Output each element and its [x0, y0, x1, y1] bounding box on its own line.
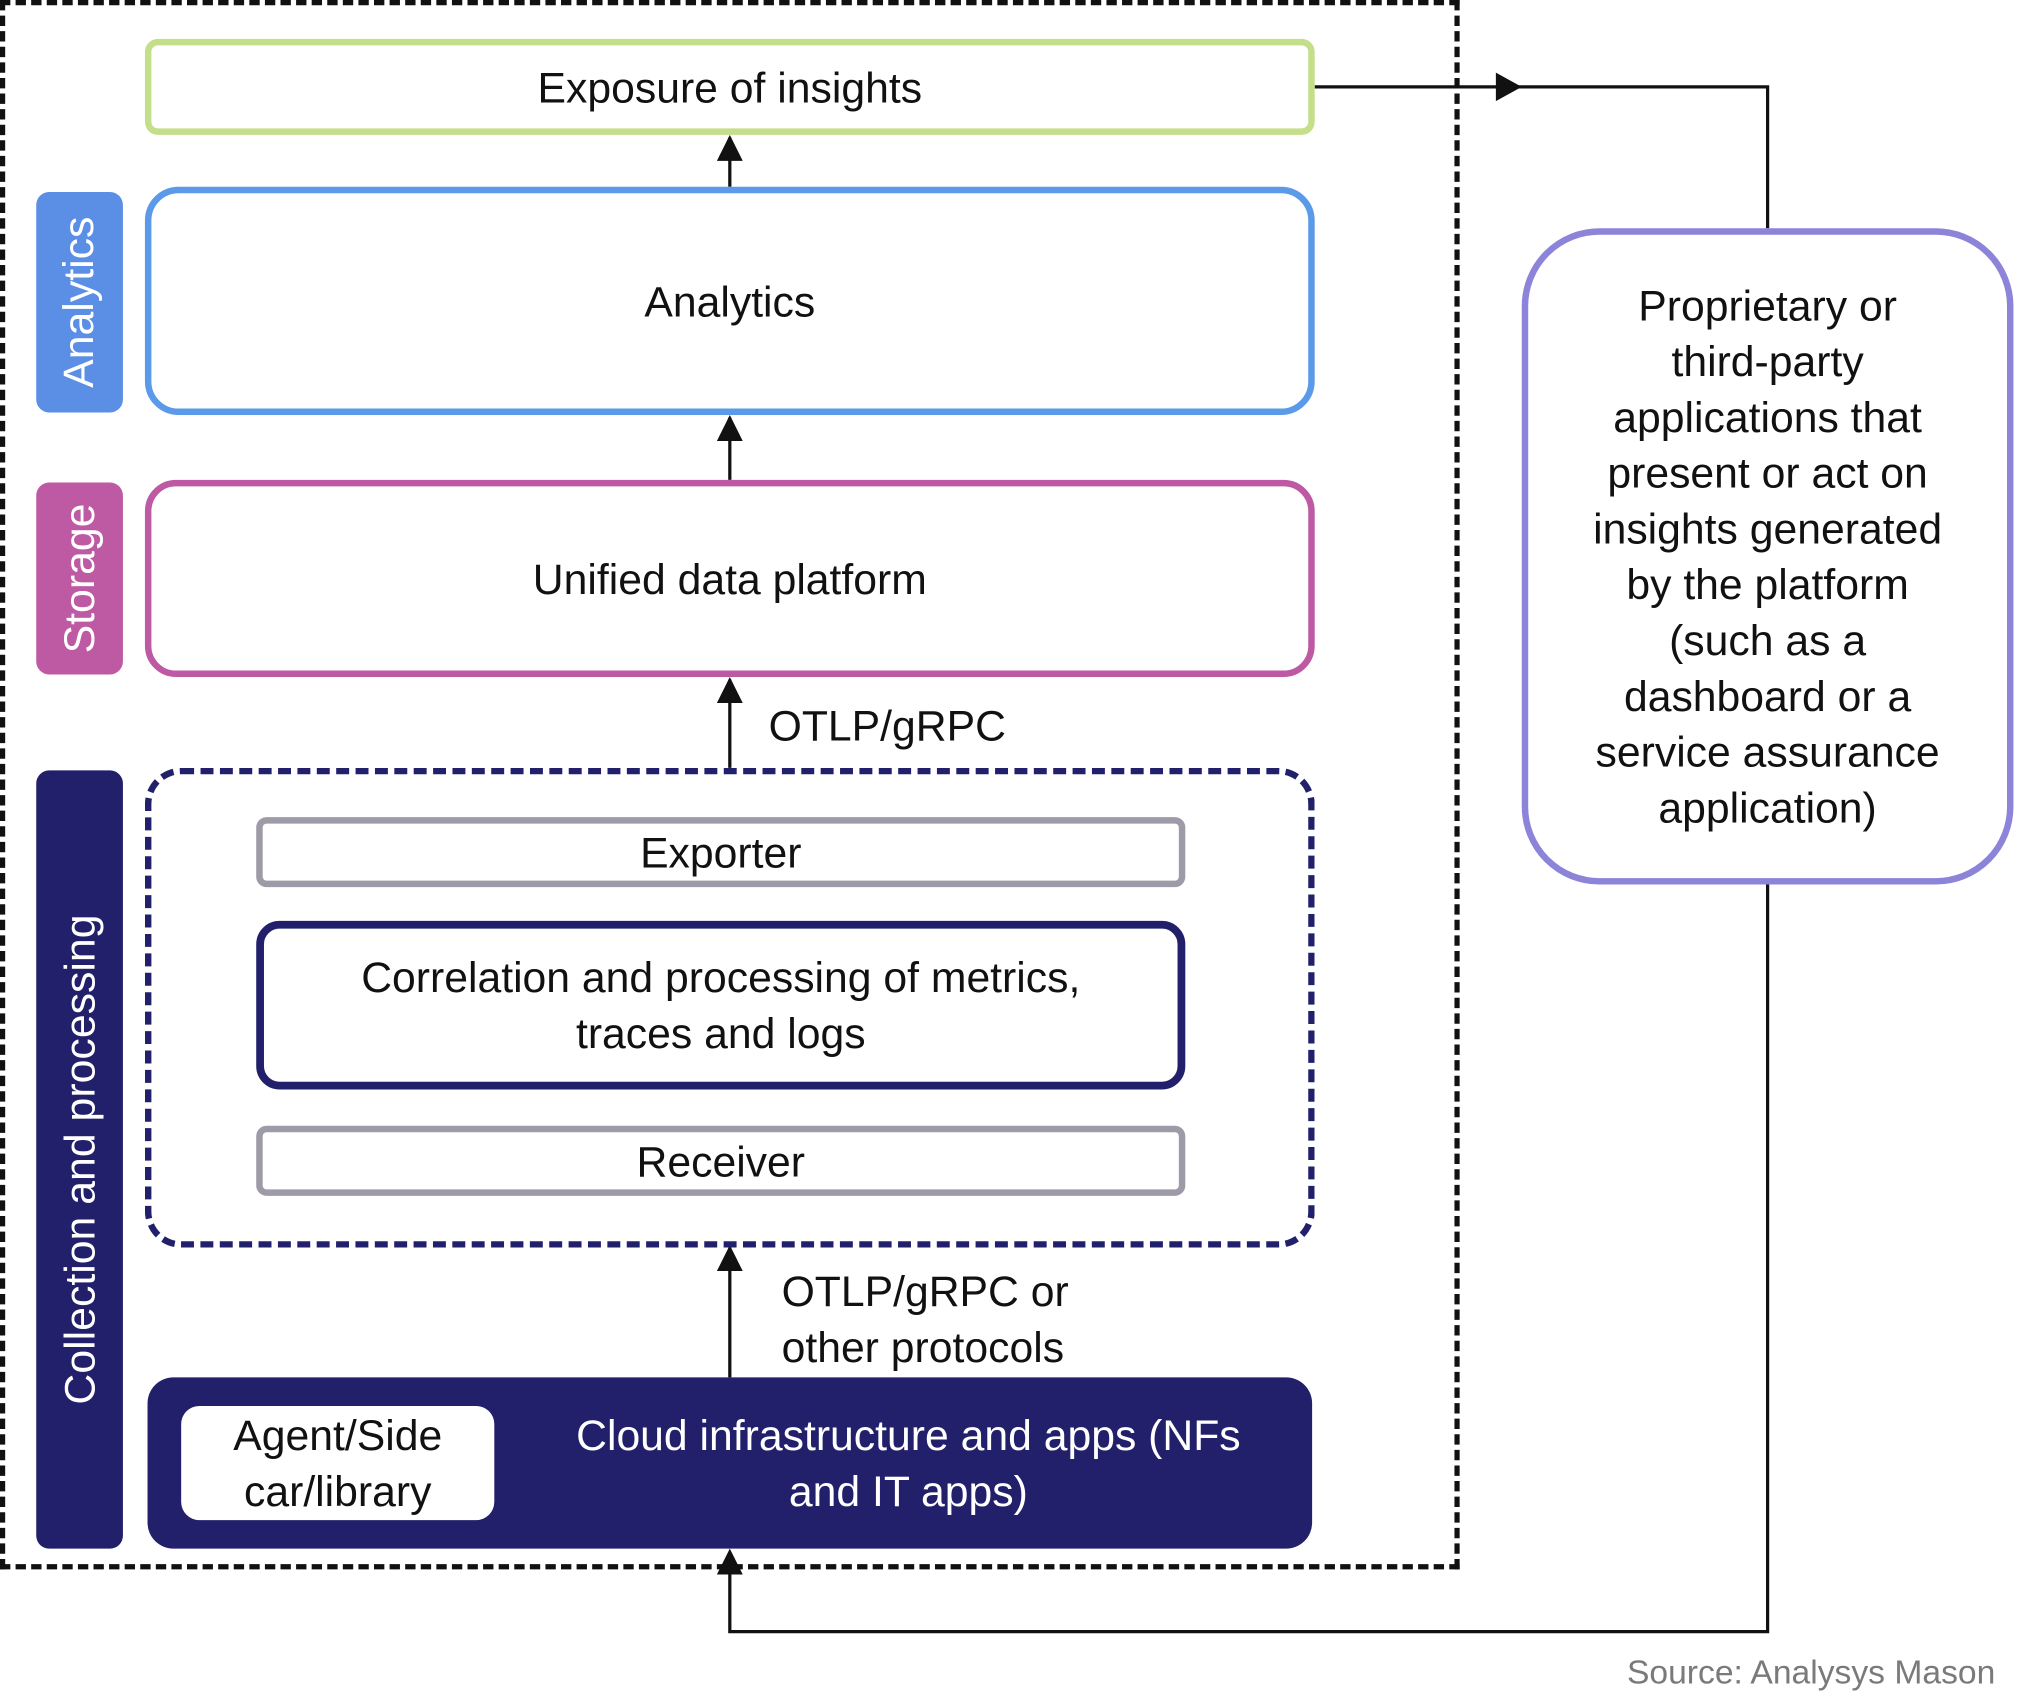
correlation-processing-box: Correlation and processing of metrics, t… [256, 920, 1186, 1090]
applications-box: Proprietary or third-party applications … [1521, 228, 2014, 885]
platform-boundary-left [0, 0, 6, 1570]
apps-line: (such as a [1669, 616, 1867, 665]
layer-label-storage: Storage [36, 482, 123, 675]
protocol-label-lower-line2: other protocols [781, 1322, 1065, 1371]
apps-line: insights generated [1593, 504, 1943, 553]
arrowhead-exposure [716, 134, 743, 161]
protocol-label-lower-line1: OTLP/gRPC or [781, 1267, 1069, 1316]
exposure-of-insights-box: Exposure of insights [144, 38, 1315, 135]
cloud-label-line2: and IT apps) [788, 1466, 1028, 1515]
source-note: Source: Analysys Mason [1626, 1652, 1996, 1692]
protocol-label-lower: OTLP/gRPC or other protocols [782, 1263, 1069, 1375]
agent-sidecar-box: Agent/Side car/library [181, 1405, 495, 1521]
exporter-box: Exporter [256, 817, 1186, 888]
agent-label-line1: Agent/Side [233, 1411, 443, 1460]
arrowhead-collector [716, 1245, 743, 1272]
unified-data-platform-box: Unified data platform [144, 479, 1315, 678]
arrowhead-cloud-feedback [716, 1548, 743, 1575]
analytics-box: Analytics [144, 186, 1315, 416]
layer-label-analytics: Analytics [36, 191, 123, 413]
apps-line: application) [1658, 783, 1877, 832]
apps-line: Proprietary or [1638, 281, 1897, 330]
exporter-label: Exporter [640, 828, 802, 877]
receiver-box: Receiver [256, 1125, 1186, 1196]
apps-line: dashboard or a [1623, 671, 1912, 720]
platform-boundary-top [0, 0, 1460, 6]
line-apps-top-connector [1501, 85, 1770, 229]
arrowhead-storage [716, 677, 743, 703]
layer-label-storage-text: Storage [54, 503, 103, 654]
apps-line: service assurance [1595, 727, 1940, 776]
cloud-label-line1: Cloud infrastructure and apps (NFs [576, 1411, 1241, 1460]
arrowhead-apps-link [1495, 72, 1522, 102]
unified-platform-label: Unified data platform [532, 554, 927, 603]
apps-line: applications that [1613, 392, 1922, 441]
layer-label-analytics-text: Analytics [54, 216, 103, 388]
apps-line: present or act on [1607, 448, 1928, 497]
apps-line: by the platform [1626, 560, 1909, 609]
apps-line: third-party [1671, 337, 1864, 386]
layer-label-collection-text: Collection and processing [55, 914, 103, 1405]
arrowhead-analytics [716, 415, 743, 441]
correlation-label-line1: Correlation and processing of metrics, [361, 953, 1081, 1002]
receiver-label: Receiver [636, 1136, 806, 1185]
cloud-infrastructure-label: Cloud infrastructure and apps (NFs and I… [520, 1377, 1296, 1548]
line-apps-feedback-loop [728, 884, 1770, 1634]
exposure-label: Exposure of insights [537, 62, 923, 111]
layer-label-collection: Collection and processing [36, 770, 123, 1549]
protocol-label-upper: OTLP/gRPC [768, 701, 1006, 750]
collector-group [144, 767, 1315, 1248]
agent-label-line2: car/library [243, 1466, 432, 1515]
analytics-label: Analytics [644, 276, 816, 325]
correlation-label-line2: traces and logs [575, 1009, 866, 1058]
